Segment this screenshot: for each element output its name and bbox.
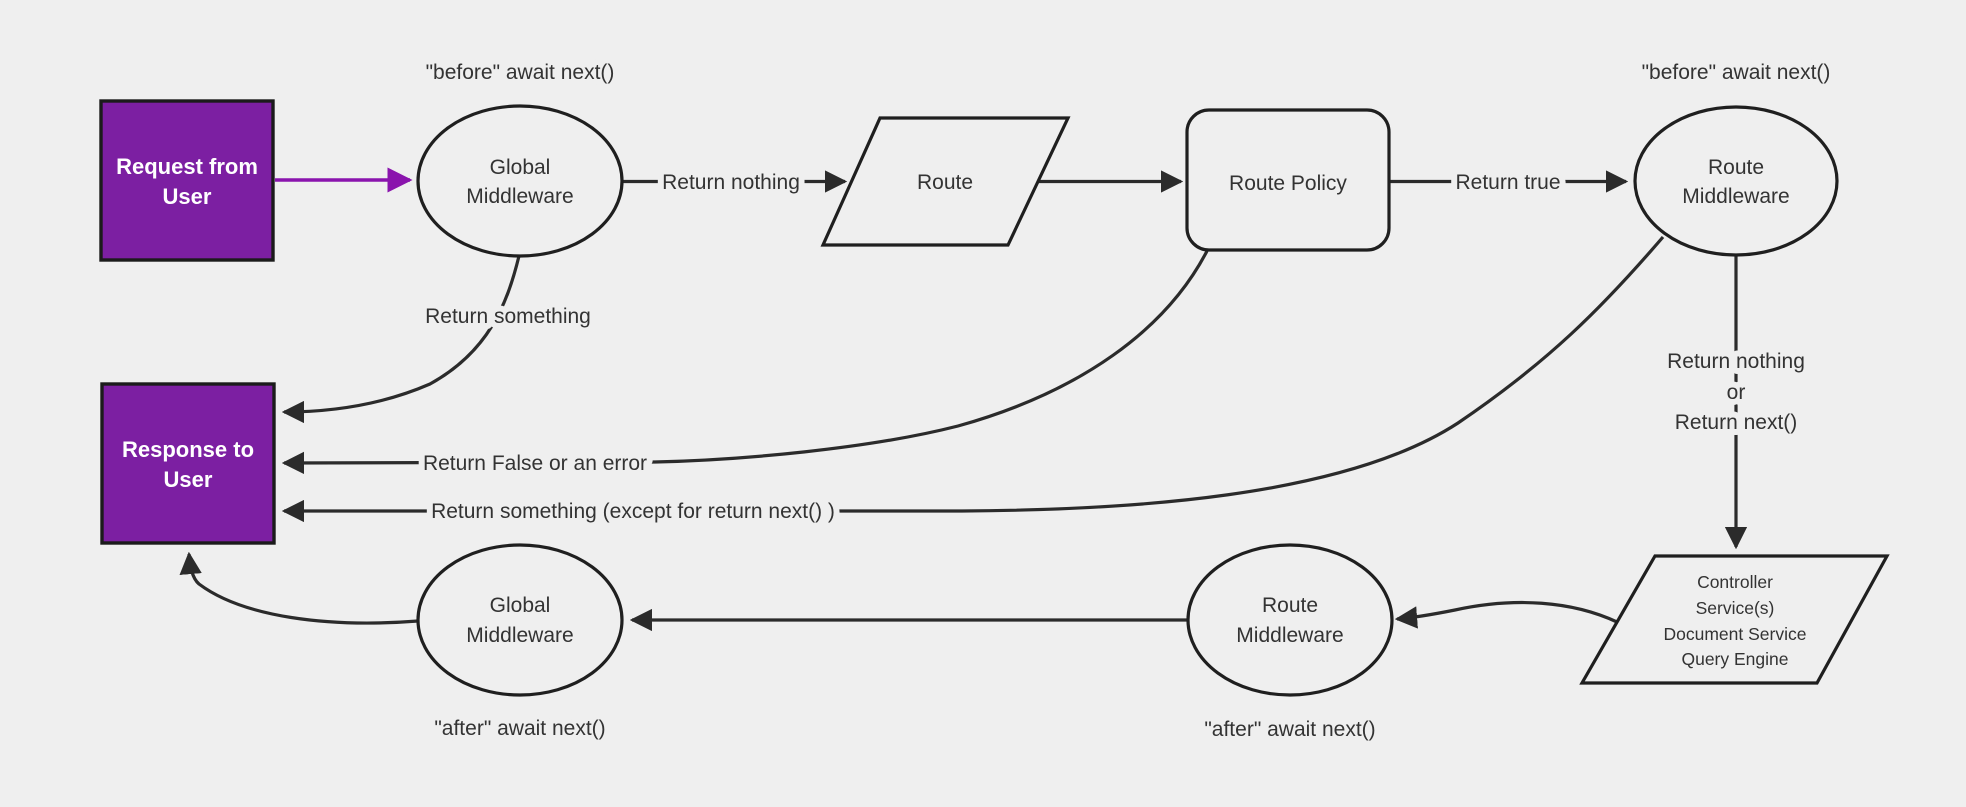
route-parallelogram	[820, 116, 1071, 247]
node-response-to-user: Response to User	[100, 382, 276, 545]
label-after-await-next-global: "after" await next()	[434, 717, 605, 740]
label-before-await-next-global: "before" await next()	[426, 61, 615, 84]
controller-label-line2: Service(s)	[1696, 598, 1775, 618]
global-middleware-top-label-line2: Middleware	[466, 185, 573, 208]
route-middleware-top-label-line1: Route	[1708, 156, 1764, 179]
edge-global-middleware-to-response	[281, 255, 521, 424]
node-global-middleware-bottom: Global Middleware	[416, 543, 624, 697]
global-middleware-bottom-label-line2: Middleware	[466, 624, 573, 647]
global-middleware-bottom-ellipse	[416, 543, 624, 697]
response-to-user-box	[100, 382, 276, 545]
route-middleware-bottom-ellipse	[1186, 543, 1394, 697]
edge-global-middleware-bottom-to-response	[179, 551, 419, 625]
label-return-something: Return something	[425, 305, 591, 328]
node-route-policy: Route Policy	[1185, 108, 1391, 252]
label-return-nothing-or-return-next: Return nothing or Return next()	[1661, 344, 1811, 440]
node-controller-services: Controller Service(s) Document Service Q…	[1579, 554, 1890, 685]
request-from-user-label-line2: User	[163, 184, 212, 209]
response-to-user-label-line2: User	[164, 467, 213, 492]
controller-label-line1: Controller	[1697, 572, 1773, 592]
node-route-middleware-bottom: Route Middleware	[1186, 543, 1394, 697]
global-middleware-bottom-label-line1: Global	[490, 594, 551, 617]
route-middleware-top-label-line2: Middleware	[1682, 185, 1789, 208]
route-middleware-bottom-label-line2: Middleware	[1236, 624, 1343, 647]
global-middleware-top-label-line1: Global	[490, 156, 551, 179]
label-return-false-or-error: Return False or an error	[423, 452, 647, 475]
label-before-await-next-route: "before" await next()	[1642, 61, 1831, 84]
edge-route-middleware-to-response	[281, 235, 1665, 523]
request-from-user-label-line1: Request from	[116, 154, 258, 179]
global-middleware-top-ellipse	[416, 104, 624, 258]
request-from-user-box	[99, 99, 275, 262]
route-label: Route	[917, 171, 973, 194]
node-request-from-user: Request from User	[99, 99, 275, 262]
node-global-middleware-top: Global Middleware	[416, 104, 624, 258]
edge-controller-to-route-middleware-bottom	[1394, 600, 1618, 629]
edge-route-policy-to-response	[281, 250, 1209, 475]
controller-services-parallelogram	[1579, 554, 1890, 685]
controller-label-line4: Query Engine	[1681, 649, 1788, 669]
node-route-middleware-top: Route Middleware	[1633, 105, 1839, 257]
response-to-user-label-line1: Response to	[122, 437, 254, 462]
label-return-true: Return true	[1455, 171, 1560, 194]
label-return-nothing-or-line2: or	[1727, 381, 1746, 404]
controller-label-line3: Document Service	[1664, 624, 1807, 644]
label-return-nothing-or-line3: Return next()	[1675, 411, 1798, 434]
label-return-nothing: Return nothing	[662, 171, 800, 194]
node-route: Route	[820, 116, 1071, 247]
route-policy-box	[1185, 108, 1391, 252]
label-return-nothing-or-line1: Return nothing	[1667, 350, 1805, 373]
route-middleware-bottom-label-line1: Route	[1262, 594, 1318, 617]
route-policy-label: Route Policy	[1229, 172, 1347, 195]
route-middleware-top-ellipse	[1633, 105, 1839, 257]
label-return-something-except: Return something (except for return next…	[431, 500, 835, 523]
label-after-await-next-route: "after" await next()	[1204, 718, 1375, 741]
